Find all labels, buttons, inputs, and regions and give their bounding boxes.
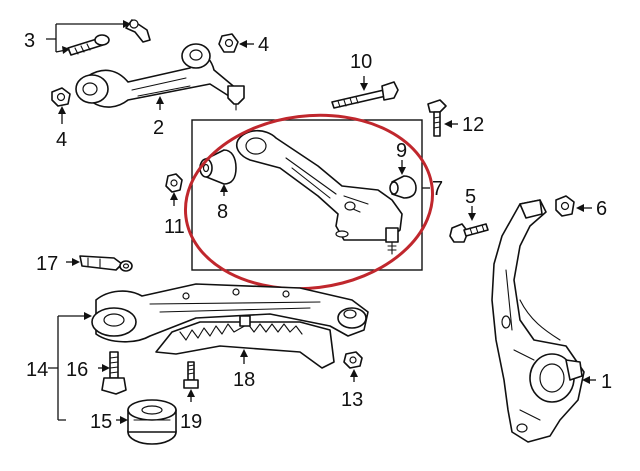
part-6-nut: [555, 195, 575, 217]
leader-6: [576, 204, 592, 212]
callout-6: 6: [596, 198, 607, 220]
leader-14: [48, 312, 92, 421]
leader-9: [398, 160, 406, 175]
callout-8: 8: [217, 201, 228, 223]
leader-11: [170, 192, 178, 206]
leader-12: [444, 120, 458, 128]
callout-15: 15: [90, 411, 112, 433]
part-7-group-frame: [191, 119, 423, 271]
callout-5: 5: [465, 186, 476, 208]
callout-7: 7: [432, 178, 443, 200]
part-9-bushing: [389, 175, 417, 199]
leader-17: [66, 258, 80, 266]
leader-4-left: [58, 106, 66, 124]
leader-3: [46, 20, 131, 54]
callout-14: 14: [26, 359, 48, 381]
leader-1: [582, 376, 596, 384]
part-17-bracket: [79, 255, 133, 272]
callout-16: 16: [66, 359, 88, 381]
callout-2: 2: [153, 117, 164, 139]
leader-19: [187, 389, 195, 402]
part-14-lower-arm: [91, 283, 369, 343]
callout-12: 12: [462, 114, 484, 136]
callout-17: 17: [36, 253, 58, 275]
callout-13: 13: [341, 389, 363, 411]
callout-18: 18: [233, 369, 255, 391]
part-4-nut-top: [218, 33, 239, 53]
leader-15: [116, 416, 128, 424]
callout-1: 1: [601, 371, 612, 393]
leader-13: [350, 369, 358, 382]
part-7-lower-control-arm: [235, 129, 403, 255]
part-4-nut-left: [51, 87, 71, 107]
leader-18: [240, 349, 248, 364]
part-8-bushing: [199, 149, 237, 185]
part-10-long-bolt: [331, 81, 399, 109]
part-12-bolt: [427, 99, 447, 137]
part-1-steering-knuckle: [491, 199, 585, 443]
callout-19: 19: [180, 411, 202, 433]
leader-4-top: [239, 40, 254, 48]
part-5-bolt: [449, 223, 489, 243]
part-2-upper-control-arm: [75, 43, 245, 111]
leader-2: [156, 96, 164, 110]
callout-3: 3: [24, 30, 35, 52]
part-11-nut: [165, 173, 183, 193]
leader-8: [220, 184, 228, 196]
leader-5: [468, 206, 476, 221]
highlight-ellipse: [183, 113, 435, 291]
part-13-nut: [343, 351, 363, 369]
leader-10: [360, 76, 368, 91]
callout-10: 10: [350, 51, 372, 73]
leader-16: [98, 364, 110, 372]
part-16-bolt: [101, 351, 127, 395]
part-18-splash-shield: [155, 315, 335, 369]
part-19-stud: [183, 361, 199, 389]
callout-4-top: 4: [258, 34, 269, 56]
part-3-bolt-and-nut: [67, 19, 151, 56]
part-15-mount: [127, 399, 177, 445]
callout-9: 9: [396, 140, 407, 162]
callout-11: 11: [164, 216, 185, 238]
callout-4-left: 4: [56, 129, 67, 151]
